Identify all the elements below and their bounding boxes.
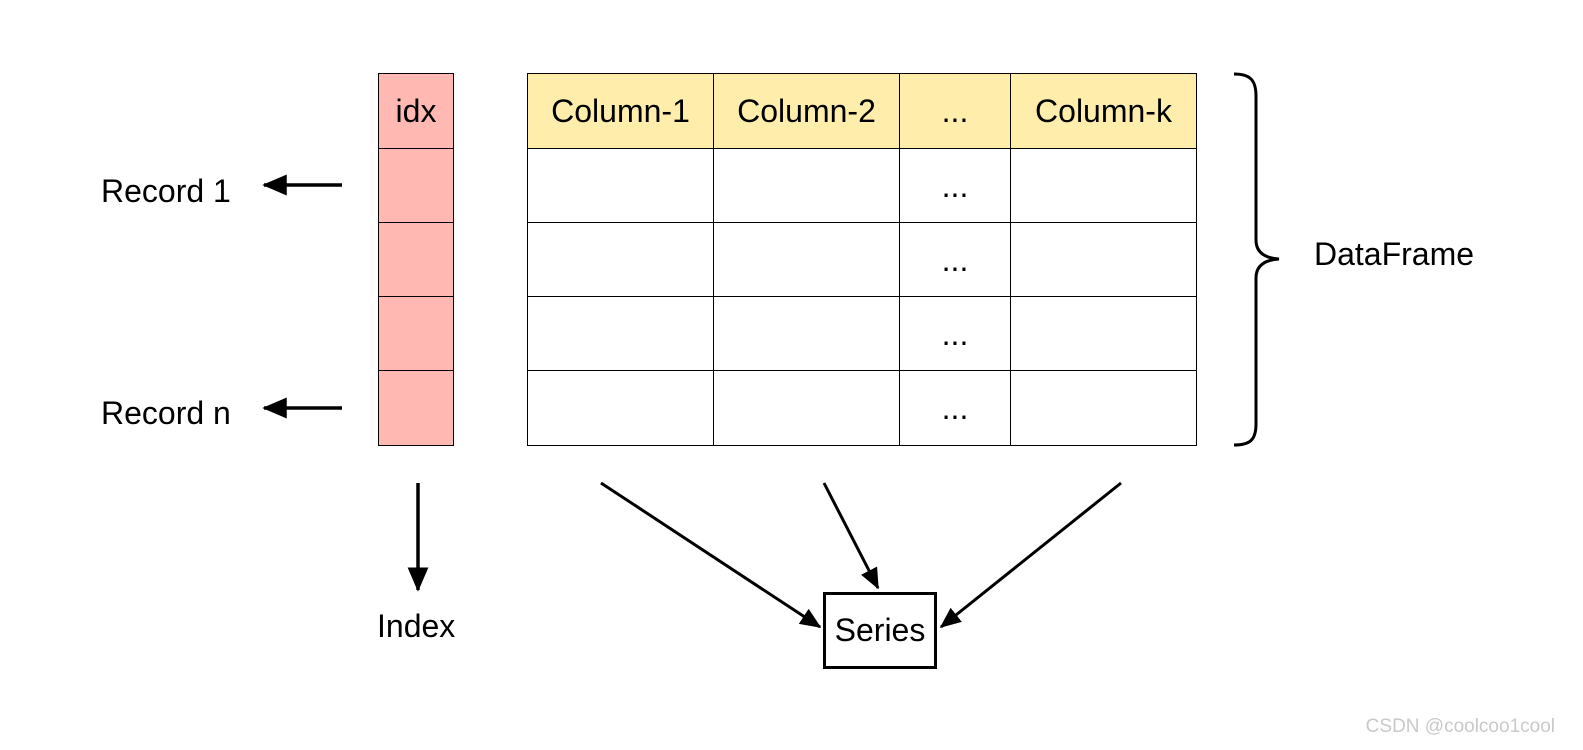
series-box: Series	[823, 592, 937, 669]
series-arrow-left	[600, 481, 822, 629]
table-cell-ellipsis: ...	[899, 148, 1011, 223]
table-cell	[527, 222, 714, 297]
column-header-label: Column-k	[1035, 93, 1172, 129]
dataframe-brace	[1233, 72, 1280, 447]
column-header-ellipsis: ...	[899, 73, 1011, 149]
column-header-label: Column-1	[551, 93, 690, 129]
series-label: Series	[834, 612, 926, 648]
table-cell	[1010, 222, 1197, 297]
table-cell	[713, 370, 900, 446]
column-header-label: ...	[941, 93, 969, 129]
table-cell-ellipsis: ...	[899, 370, 1011, 446]
column-header-1: Column-1	[527, 73, 714, 149]
table-cell	[1010, 148, 1197, 223]
ellipsis-text: ...	[941, 167, 969, 204]
index-label: Index	[377, 608, 456, 644]
table-cell	[713, 148, 900, 223]
series-arrow-center	[822, 482, 880, 590]
index-cell	[378, 370, 454, 446]
watermark: CSDN @coolcoo1cool	[1365, 716, 1555, 737]
table-cell	[527, 296, 714, 371]
series-arrow-right	[939, 481, 1122, 629]
index-header-cell: idx	[378, 73, 454, 149]
table-cell-ellipsis: ...	[899, 222, 1011, 297]
index-cell	[378, 296, 454, 371]
table-cell	[1010, 370, 1197, 446]
ellipsis-text: ...	[941, 241, 969, 278]
dataframe-label: DataFrame	[1314, 236, 1475, 272]
table-cell	[713, 222, 900, 297]
ellipsis-text: ...	[941, 390, 969, 426]
column-header-label: Column-2	[737, 93, 876, 129]
record-first-label: Record 1	[101, 173, 231, 209]
index-cell	[378, 222, 454, 297]
record-last-label: Record n	[101, 395, 231, 431]
column-header-2: Column-2	[713, 73, 900, 149]
table-cell	[527, 148, 714, 223]
ellipsis-text: ...	[941, 315, 969, 352]
index-header-label: idx	[395, 93, 437, 129]
table-cell-ellipsis: ...	[899, 296, 1011, 371]
table-cell	[527, 370, 714, 446]
